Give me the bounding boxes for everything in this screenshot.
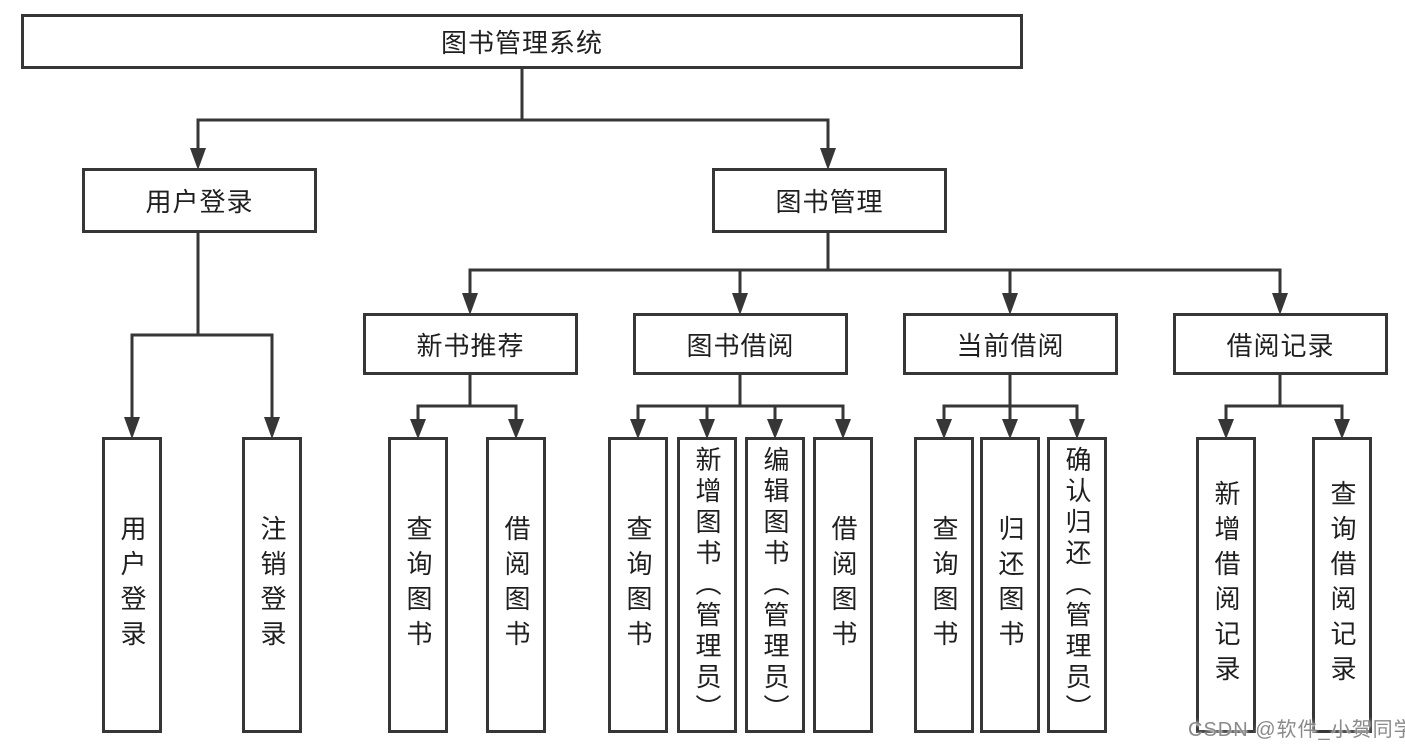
leaf-label: 归还图书 bbox=[995, 515, 1025, 655]
leaf-edit-book-admin: 编辑图书（管理员） bbox=[745, 437, 805, 733]
arrowhead-icon bbox=[410, 419, 426, 439]
watermark-text: CSDN @软件_小贺同学 bbox=[1188, 719, 1405, 741]
leaf-query-borrow-record: 查询借阅记录 bbox=[1312, 437, 1372, 733]
arrowhead-icon bbox=[936, 419, 952, 439]
leaf-label: 查询图书 bbox=[403, 515, 433, 655]
leaf-label: 新增借阅记录 bbox=[1211, 480, 1241, 690]
leaf-label: 查询图书 bbox=[623, 515, 653, 655]
leaf-query-books-current: 查询图书 bbox=[914, 437, 974, 733]
leaf-label: 确认归还（管理员） bbox=[1062, 445, 1092, 725]
arrowhead-icon bbox=[1334, 419, 1350, 439]
arrowhead-icon bbox=[630, 419, 646, 439]
arrowhead-icon bbox=[1218, 419, 1234, 439]
node-library-system: 图书管理系统 bbox=[21, 14, 1023, 69]
arrowhead-icon bbox=[124, 417, 140, 439]
arrowhead-icon bbox=[820, 148, 836, 170]
leaf-query-books-borrow: 查询图书 bbox=[608, 437, 668, 733]
arrowhead-icon bbox=[462, 293, 478, 315]
leaf-user-login: 用户登录 bbox=[102, 437, 162, 733]
connector-user-login bbox=[124, 230, 280, 439]
node-current-borrow: 当前借阅 bbox=[903, 313, 1118, 375]
node-borrow-records: 借阅记录 bbox=[1173, 313, 1388, 375]
node-book-management: 图书管理 bbox=[712, 168, 947, 233]
leaf-add-borrow-record: 新增借阅记录 bbox=[1196, 437, 1256, 733]
connector-book-borrow bbox=[630, 373, 851, 439]
node-book-borrow: 图书借阅 bbox=[633, 313, 848, 375]
leaf-label: 查询借阅记录 bbox=[1327, 480, 1357, 690]
leaf-label: 新增图书（管理员） bbox=[692, 445, 722, 725]
leaf-borrow-books: 借阅图书 bbox=[813, 437, 873, 733]
leaf-logout: 注销登录 bbox=[242, 437, 302, 733]
connector-borrow-records bbox=[1218, 373, 1350, 439]
leaf-return-book: 归还图书 bbox=[980, 437, 1040, 733]
arrowhead-icon bbox=[732, 293, 748, 315]
arrowhead-icon bbox=[835, 419, 851, 439]
arrowhead-icon bbox=[1069, 419, 1085, 439]
arrowhead-icon bbox=[1002, 293, 1018, 315]
node-user-login: 用户登录 bbox=[82, 168, 317, 233]
node-new-book-recommend: 新书推荐 bbox=[363, 313, 578, 375]
arrowhead-icon bbox=[264, 417, 280, 439]
leaf-query-books-recommend: 查询图书 bbox=[388, 437, 448, 733]
leaf-label: 注销登录 bbox=[257, 515, 287, 655]
arrowhead-icon bbox=[508, 419, 524, 439]
leaf-borrow-books-recommend: 借阅图书 bbox=[486, 437, 546, 733]
arrowhead-icon bbox=[699, 419, 715, 439]
arrowhead-icon bbox=[1002, 419, 1018, 439]
leaf-label: 编辑图书（管理员） bbox=[760, 445, 790, 725]
connector-book-management bbox=[462, 231, 1288, 315]
leaf-label: 查询图书 bbox=[929, 515, 959, 655]
arrowhead-icon bbox=[1272, 293, 1288, 315]
leaf-add-book-admin: 新增图书（管理员） bbox=[677, 437, 737, 733]
connector-new-book-recommend bbox=[410, 373, 524, 439]
leaf-label: 借阅图书 bbox=[828, 515, 858, 655]
arrowhead-icon bbox=[190, 148, 206, 170]
connector-root bbox=[190, 67, 836, 170]
leaf-label: 用户登录 bbox=[117, 515, 147, 655]
leaf-label: 借阅图书 bbox=[501, 515, 531, 655]
arrowhead-icon bbox=[767, 419, 783, 439]
leaf-confirm-return-admin: 确认归还（管理员） bbox=[1047, 437, 1107, 733]
connector-current-borrow bbox=[936, 373, 1085, 439]
